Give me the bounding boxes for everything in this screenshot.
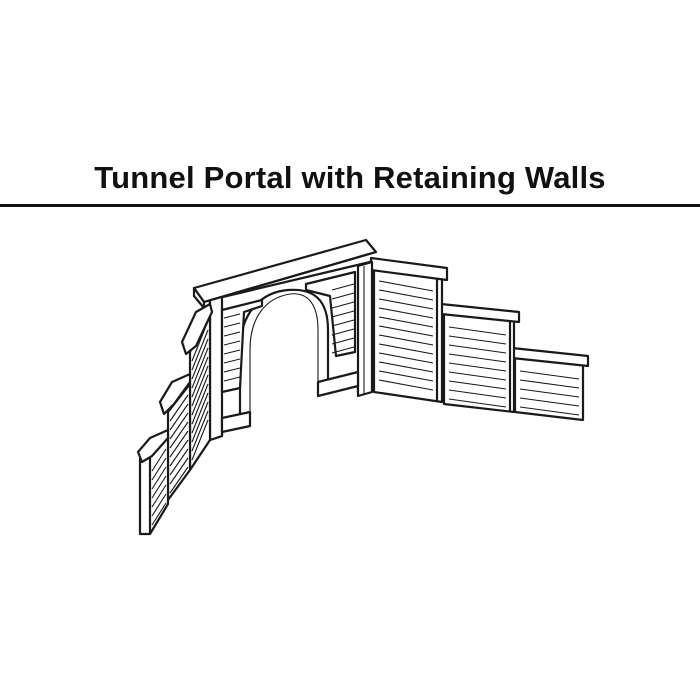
portal-coping-cap [192, 238, 378, 310]
right-retaining-wall-tier-3 [510, 346, 590, 422]
left-retaining-wall-tier-3 [136, 428, 170, 536]
tunnel-portal-face [208, 260, 374, 442]
right-retaining-wall-tier-1 [369, 256, 449, 404]
title-divider [0, 204, 700, 207]
right-retaining-wall-tier-2 [439, 302, 521, 414]
left-retaining-wall-tier-1 [180, 302, 214, 472]
page-title: Tunnel Portal with Retaining Walls [94, 160, 606, 195]
